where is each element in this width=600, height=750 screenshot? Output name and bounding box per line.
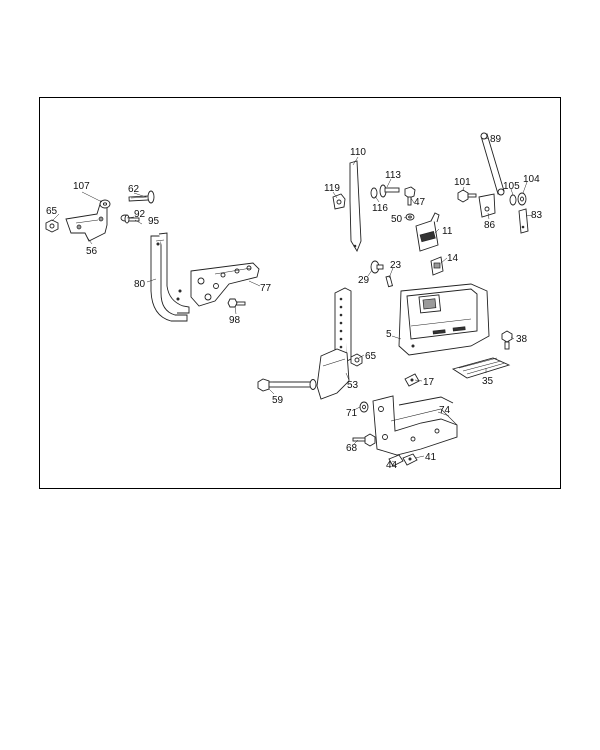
label-104: 104 [523,174,540,185]
label-71: 71 [346,408,358,419]
part-110-strip [349,160,362,253]
label-68: 68 [346,443,358,454]
label-47: 47 [414,197,426,208]
part-62-bolt [128,190,155,204]
part-23-pin [385,275,394,288]
label-65-left: 65 [46,206,58,217]
part-71-washer [359,401,369,413]
label-110: 110 [350,147,366,158]
part-113-screw [379,184,400,198]
label-41: 41 [425,452,437,463]
label-86: 86 [484,220,496,231]
part-80-support-bracket [150,232,190,322]
label-105: 105 [503,181,520,192]
part-77-mounting-plate [190,262,260,307]
part-95-screw [124,214,140,224]
label-11: 11 [442,226,453,237]
label-23: 23 [390,260,402,271]
label-98: 98 [229,315,241,326]
label-77: 77 [260,283,272,294]
part-68-bolt [352,433,376,447]
label-80: 80 [134,279,146,290]
label-113: 113 [385,170,401,181]
label-62: 62 [128,184,140,195]
label-56: 56 [86,246,98,257]
part-50-washer [405,213,415,221]
part-98-bolt [227,298,246,308]
label-38: 38 [516,334,528,345]
label-44: 44 [386,460,398,471]
part-14-clip [430,256,444,276]
label-17: 17 [423,377,435,388]
label-83: 83 [531,210,543,221]
label-95: 95 [148,216,160,227]
label-119: 119 [324,183,340,194]
label-116: 116 [372,203,388,214]
part-116-washer [370,187,378,199]
leader-lines [51,137,533,463]
part-119-clip [332,193,346,210]
part-107-washer [99,199,111,209]
label-65-center: 65 [365,351,377,362]
part-83-tab [518,208,529,234]
label-92: 92 [134,209,146,220]
part-65-nut-left [45,219,59,233]
part-104-nut [517,192,527,206]
part-41-clip [402,453,418,466]
label-35: 35 [482,376,494,387]
diagram-frame: 107 62 65 92 95 56 80 77 98 110 119 113 … [39,97,561,489]
part-86-plate [478,193,496,218]
part-105-washer [509,194,517,206]
label-50: 50 [391,214,403,225]
part-17-clip [404,373,420,387]
part-53-side-bracket [316,287,352,400]
part-5-battery-tray [398,283,490,356]
label-5: 5 [386,329,392,340]
part-101-screw [457,189,477,203]
label-59: 59 [272,395,284,406]
part-47-bolt [404,186,416,206]
part-44-clip [388,454,404,467]
label-74: 74 [439,405,451,416]
label-101: 101 [454,177,471,188]
part-labels: 107 62 65 92 95 56 80 77 98 110 119 113 … [46,134,543,471]
label-29: 29 [358,275,370,286]
label-107: 107 [73,181,90,192]
label-53: 53 [347,380,359,391]
part-56-bracket [65,200,108,242]
label-89: 89 [490,134,502,145]
part-38-bolt [501,330,513,350]
label-14: 14 [447,253,459,264]
part-59-long-bolt [257,378,317,392]
part-74-carrier-bracket [372,395,458,456]
exploded-parts-diagram: 107 62 65 92 95 56 80 77 98 110 119 113 … [45,132,543,471]
part-89-link-rod [480,132,505,196]
part-65-nut-center [350,353,363,367]
part-35-grid-plate [451,357,511,379]
part-11-cover [415,212,440,252]
part-29-screw [370,260,384,274]
